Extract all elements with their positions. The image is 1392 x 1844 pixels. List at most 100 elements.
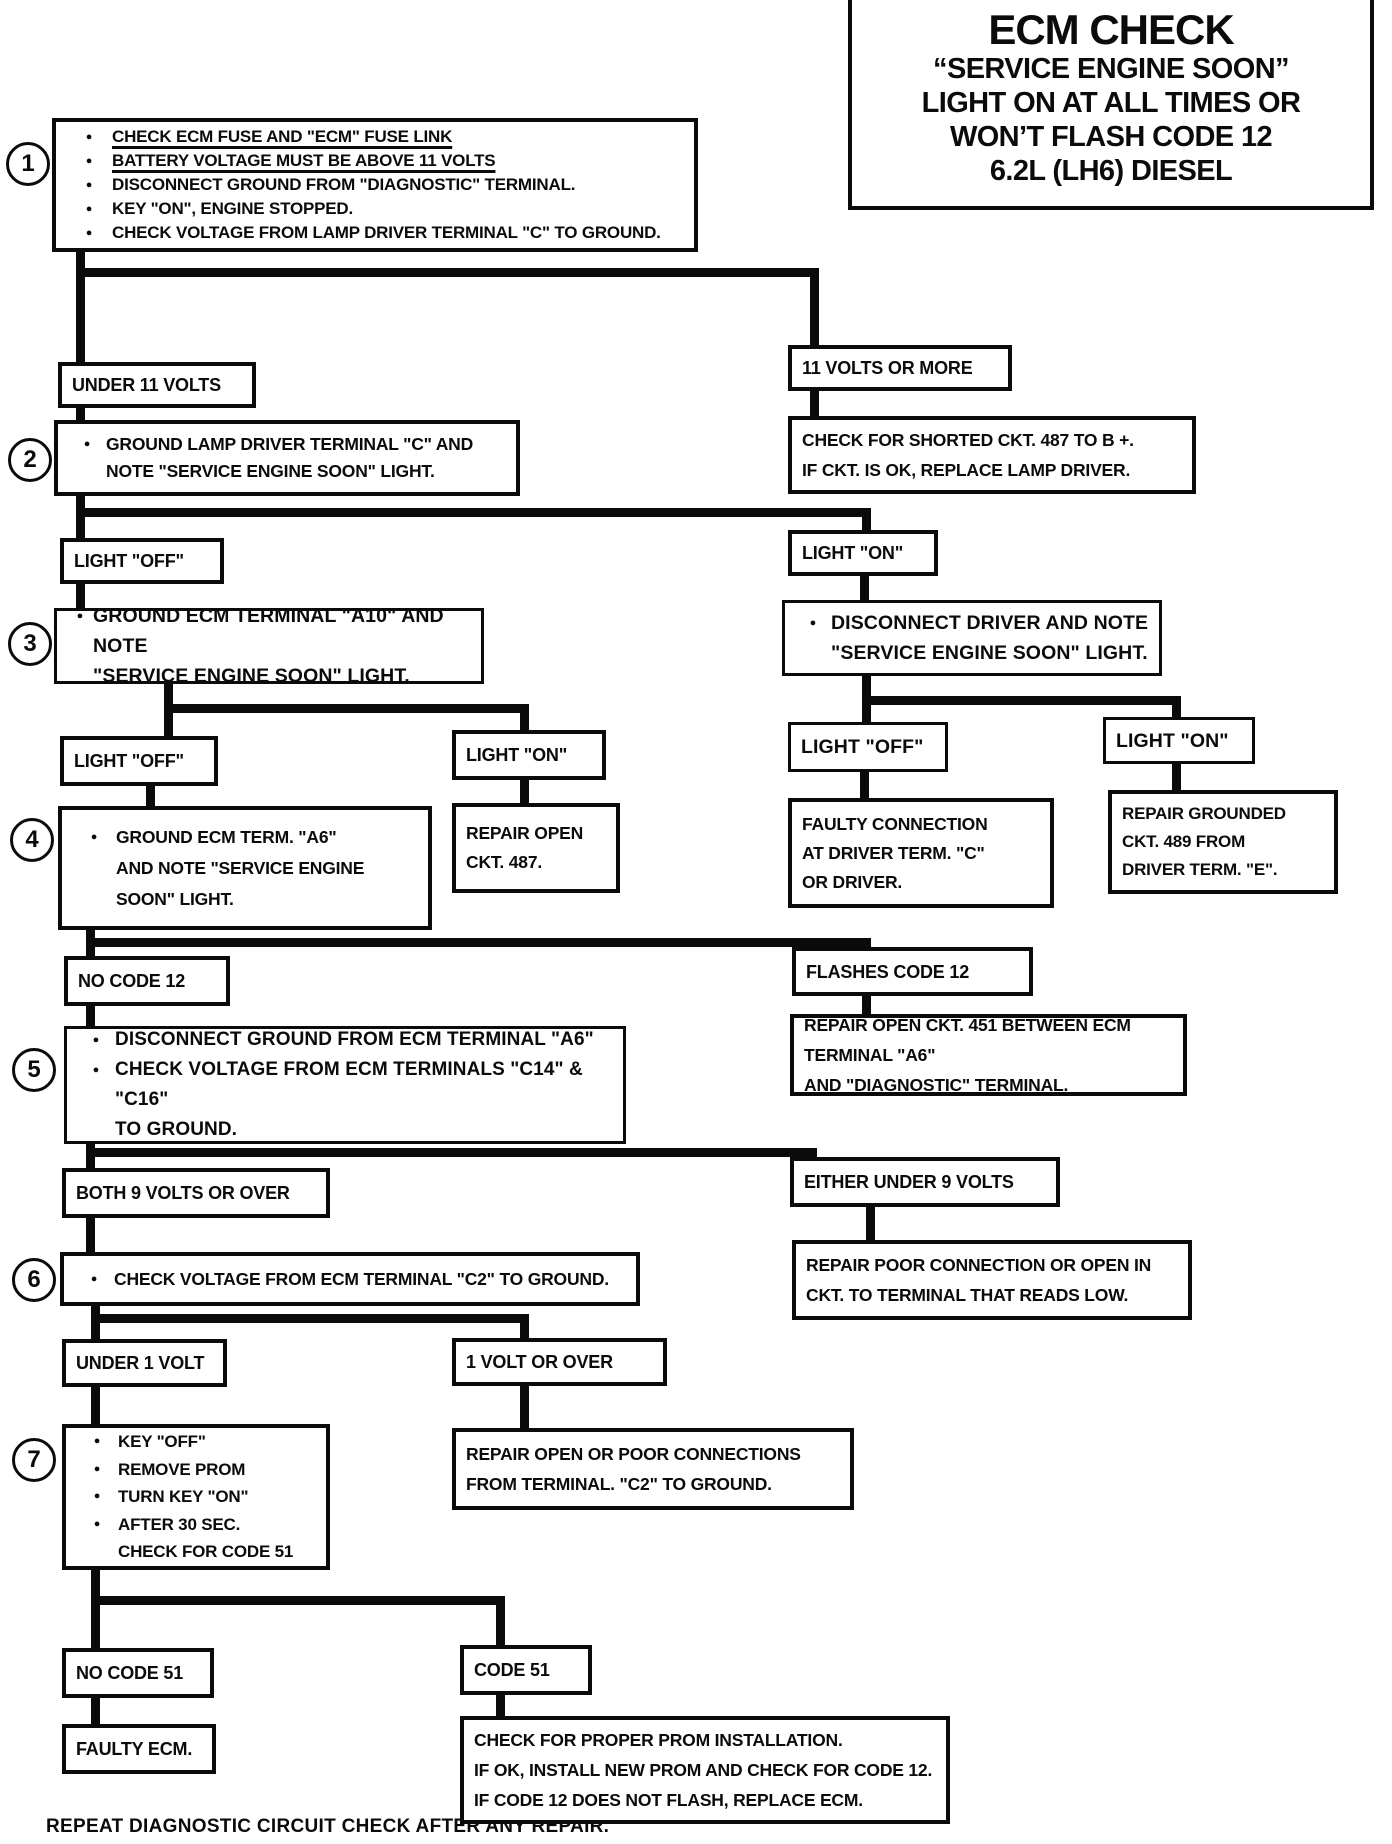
- box-text-line: CKT. 487.: [466, 852, 543, 872]
- step-number-circle: 6: [12, 1258, 56, 1302]
- bullet-icon: ●: [90, 830, 98, 843]
- connector-line: [75, 584, 85, 608]
- eleven-volts-or-more-box: 11 VOLTS OR MORE: [788, 345, 1012, 391]
- connector-line: [85, 937, 871, 947]
- bullet-icon: ●: [85, 203, 93, 215]
- box-text-line: SOON" LIGHT.: [116, 888, 234, 909]
- bullet-icon: ●: [76, 610, 84, 622]
- connector-line: [75, 272, 85, 362]
- connector-line: [495, 1695, 505, 1716]
- no-code-12-box: NO CODE 12: [64, 956, 230, 1006]
- box-text-line: UNDER 1 VOLT: [76, 1353, 205, 1373]
- box-text-line: LIGHT "ON": [802, 543, 904, 563]
- box-text-line: DISCONNECT DRIVER AND NOTE: [831, 612, 1149, 634]
- light-on-3-box: LIGHT "ON": [1103, 717, 1255, 764]
- connector-line: [85, 1147, 817, 1157]
- box-text-line: CHECK VOLTAGE FROM ECM TERMINAL "C2" TO …: [114, 1269, 609, 1289]
- step-number: 6: [27, 1266, 41, 1293]
- box-text-line: CHECK VOLTAGE FROM ECM TERMINALS "C14" &…: [115, 1059, 583, 1110]
- box-text-line: FLASHES CODE 12: [806, 961, 970, 982]
- repair-open-451-box: REPAIR OPEN CKT. 451 BETWEEN ECM TERMINA…: [790, 1014, 1187, 1096]
- connector-line: [495, 1600, 505, 1645]
- box-text-line: AND NOTE "SERVICE ENGINE: [116, 857, 365, 878]
- box-text-line: OR DRIVER.: [802, 871, 903, 892]
- box-text-line: IF CODE 12 DOES NOT FLASH, REPLACE ECM.: [474, 1790, 863, 1810]
- bullet-icon: ●: [90, 1273, 98, 1285]
- box-text-line: NO CODE 12: [78, 971, 186, 991]
- connector-line: [1171, 764, 1181, 790]
- bullet-icon: ●: [93, 1490, 101, 1503]
- connector-line: [861, 512, 871, 530]
- no-code-51-box: NO CODE 51: [62, 1648, 214, 1698]
- box-text-line: DISCONNECT GROUND FROM "DIAGNOSTIC" TERM…: [112, 175, 576, 194]
- box-text-line: AT DRIVER TERM. "C": [802, 842, 985, 863]
- title-box: ECM CHECK “SERVICE ENGINE SOON” LIGHT ON…: [848, 0, 1374, 210]
- either-under-9-volts-box: EITHER UNDER 9 VOLTS: [790, 1157, 1060, 1207]
- box-text-line: REPAIR OPEN CKT. 451 BETWEEN ECM TERMINA…: [804, 1015, 1131, 1065]
- step-number-circle: 4: [10, 818, 54, 862]
- box-text-line: FAULTY ECM.: [76, 1739, 193, 1759]
- box-text-line: CHECK FOR CODE 51: [118, 1542, 294, 1562]
- box-text: GROUND ECM TERMINAL "A10" AND NOTE "SERVI…: [93, 601, 471, 691]
- check-voltage-c2-box: ● CHECK VOLTAGE FROM ECM TERMINAL "C2" TO…: [60, 1252, 640, 1306]
- code-51-box: CODE 51: [460, 1645, 592, 1695]
- page-title: ECM CHECK: [988, 6, 1234, 53]
- box-text-line: CHECK FOR PROPER PROM INSTALLATION.: [474, 1730, 843, 1750]
- box-text: CHECK ECM FUSE AND "ECM" FUSE LINK: [112, 125, 684, 149]
- under-11-volts-box: UNDER 11 VOLTS: [58, 362, 256, 408]
- connector-line: [809, 391, 819, 416]
- bullet-icon: ●: [809, 617, 817, 629]
- connector-line: [75, 496, 85, 538]
- title-subtitle-line: “SERVICE ENGINE SOON”: [933, 53, 1289, 85]
- box-text-line: TURN KEY "ON": [118, 1487, 249, 1507]
- connector-line: [163, 703, 529, 713]
- connector-line: [519, 780, 529, 803]
- step-number: 5: [27, 1056, 41, 1083]
- connector-line: [90, 1570, 100, 1648]
- box-text-line: NOTE "SERVICE ENGINE SOON" LIGHT.: [106, 461, 435, 481]
- connector-line: [519, 708, 529, 730]
- box-text: CHECK VOLTAGE FROM ECM TERMINAL "C2" TO …: [114, 1267, 626, 1291]
- box-text-line: FAULTY CONNECTION: [802, 813, 988, 834]
- prom-procedure-box: ●KEY "OFF"●REMOVE PROM●TURN KEY "ON"●AFT…: [62, 1424, 330, 1570]
- box-text: BATTERY VOLTAGE MUST BE ABOVE 11 VOLTS: [112, 149, 684, 173]
- bullet-icon: ●: [93, 1517, 101, 1530]
- light-off-3-box: LIGHT "OFF": [788, 722, 948, 772]
- box-text-line: GROUND ECM TERM. "A6": [116, 826, 337, 847]
- box-text: KEY "ON", ENGINE STOPPED.: [112, 197, 684, 221]
- box-text-line: 1 VOLT OR OVER: [466, 1352, 613, 1372]
- box-text: CHECK VOLTAGE FROM LAMP DRIVER TERMINAL …: [112, 221, 684, 245]
- step-number-circle: 1: [6, 142, 50, 186]
- light-on-2-box: LIGHT "ON": [452, 730, 606, 780]
- one-volt-or-over-box: 1 VOLT OR OVER: [452, 1338, 667, 1386]
- connector-line: [85, 1006, 95, 1026]
- box-text-line: EITHER UNDER 9 VOLTS: [804, 1172, 1014, 1192]
- box-text-line: KEY "ON", ENGINE STOPPED.: [112, 199, 353, 218]
- box-text-line: CKT. TO TERMINAL THAT READS LOW.: [806, 1285, 1129, 1305]
- box-text-line: UNDER 11 VOLTS: [72, 375, 221, 395]
- box-text-line: LIGHT "OFF": [801, 736, 924, 758]
- connector-line: [865, 1207, 875, 1240]
- box-text-line: GROUND ECM TERMINAL "A10" AND NOTE: [93, 605, 444, 657]
- ground-ecm-a6-box: ● GROUND ECM TERM. "A6" AND NOTE "SERVICE …: [58, 806, 432, 930]
- box-text-line: AND "DIAGNOSTIC" TERMINAL.: [804, 1075, 1069, 1095]
- box-text-line: "SERVICE ENGINE SOON" LIGHT.: [93, 665, 410, 687]
- under-1-volt-box: UNDER 1 VOLT: [62, 1339, 227, 1387]
- bullet-icon: ●: [85, 131, 93, 143]
- box-text-line: FROM TERMINAL. "C2" TO GROUND.: [466, 1474, 772, 1494]
- connector-line: [90, 1698, 100, 1724]
- check-shorted-487-box: CHECK FOR SHORTED CKT. 487 TO B +.IF CKT…: [788, 416, 1196, 494]
- bullet-icon: ●: [85, 179, 93, 191]
- bullet-icon: ●: [83, 438, 91, 450]
- box-text-line: BATTERY VOLTAGE MUST BE ABOVE 11 VOLTS: [112, 151, 496, 170]
- box-text-line: REMOVE PROM: [118, 1459, 246, 1479]
- connector-line: [75, 408, 85, 420]
- step-number: 4: [25, 826, 39, 853]
- connector-line: [90, 1595, 505, 1605]
- box-text-line: GROUND LAMP DRIVER TERMINAL "C" AND: [106, 434, 474, 454]
- connector-line: [809, 272, 819, 345]
- box-text-line: DRIVER TERM. "E".: [1122, 860, 1278, 879]
- box-text-line: IF CKT. IS OK, REPLACE LAMP DRIVER.: [802, 460, 1131, 480]
